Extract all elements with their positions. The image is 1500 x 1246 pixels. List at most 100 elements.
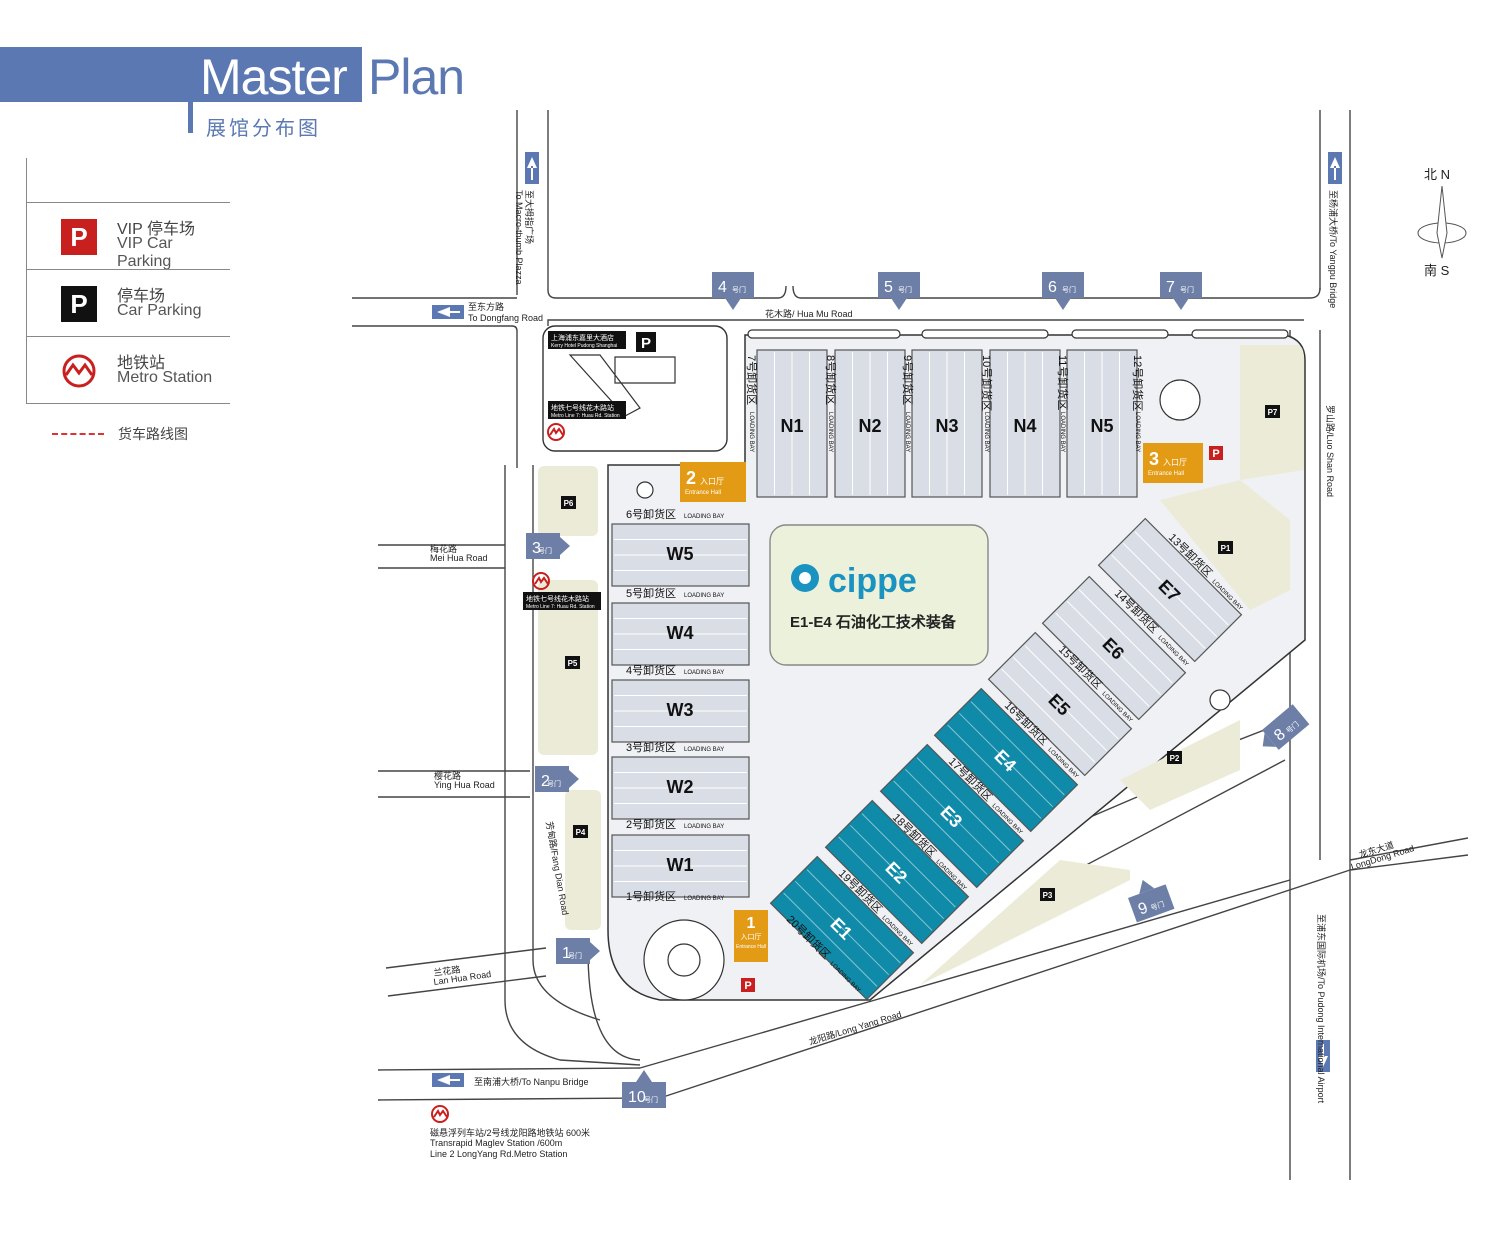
svg-text:P: P [641, 335, 651, 352]
kerry-parking-icon [636, 332, 656, 352]
hall-w4[interactable]: W4 [611, 602, 750, 666]
legend-vip-parking: P VIP 停车场 VIP Car Parking [26, 202, 230, 270]
direction-arrows [432, 152, 1342, 1087]
hall-n2[interactable]: N2 [834, 349, 906, 498]
parking-p5: P5 [565, 656, 580, 669]
gate-suffix: 号门 [1062, 285, 1076, 294]
loading-bay-west: 2号卸货区 LOADING BAY [626, 817, 724, 831]
legend-metro-en: Metro Station [117, 369, 213, 386]
road-huamu: 花木路/ Hua Mu Road [765, 308, 853, 319]
bay-label-cn: 4号卸货区 [626, 663, 676, 677]
metro-icon [62, 354, 96, 388]
header-band [0, 47, 362, 102]
hall-w1[interactable]: W1 [611, 834, 750, 898]
gate-6[interactable]: 6 号门 [1042, 272, 1084, 310]
hall-e2[interactable]: E2 [824, 799, 970, 945]
exhibition-site [607, 334, 1306, 1001]
bay-label-cn: 2号卸货区 [626, 817, 676, 831]
hall-w3[interactable]: W3 [611, 679, 750, 743]
bay-label-cn: 10号卸货区 [980, 355, 994, 411]
gate-1[interactable]: 1号门 [556, 938, 600, 964]
metro2-label-cn: 地铁七号线花木路站 [526, 594, 589, 603]
header-rule [188, 47, 193, 133]
entrance-en: Entrance Hall [1148, 471, 1184, 477]
legend-truck-label: 货车路线图 [118, 426, 188, 442]
hall-e1[interactable]: E1 [769, 855, 915, 1001]
entrance-cn: 入口厅 [1163, 458, 1187, 467]
bay-label-cn: 11号卸货区 [1056, 355, 1070, 410]
legend-vip-cn: VIP 停车场 [117, 221, 195, 238]
hall-label: W4 [667, 623, 694, 643]
hall-label: W5 [667, 544, 694, 564]
entrance-en: Entrance Hall [736, 944, 766, 950]
gate-suffix: 号门 [1180, 285, 1194, 294]
gate-suffix: 号门 [538, 546, 552, 555]
gate-suffix: 号门 [568, 951, 582, 960]
road-macro-cn: 至大拇指广场 [524, 190, 535, 244]
bay-label-en: LOADING BAY [684, 824, 724, 830]
title-plan: Plan [368, 49, 465, 105]
bay-label-en: LOADING BAY [684, 896, 724, 902]
legend-metro: 地铁站 Metro Station [26, 336, 230, 404]
gate-number: 1 [562, 945, 571, 962]
plaza-roundabout [1159, 379, 1201, 421]
bay-label-en: LOADING BAY [684, 747, 724, 753]
hall-n4[interactable]: N4 [989, 349, 1061, 498]
bay-label-cn: 12号卸货区 [1131, 355, 1145, 411]
vip-parking-icon: P [1209, 446, 1223, 460]
title-cn: 展馆分布图 [206, 118, 321, 140]
bay-label-cn: 5号卸货区 [626, 586, 676, 600]
hall-n3[interactable]: N3 [911, 349, 983, 498]
hall-n1[interactable]: N1 [756, 349, 828, 498]
gate-3[interactable]: 3号门 [526, 533, 570, 559]
gate-suffix: 号门 [547, 779, 561, 788]
kerry-hotel-block [542, 325, 728, 452]
road-airport: 至浦东国际机场/To Pudong International Airport [1316, 914, 1327, 1104]
landmark-labels: 上海浦东嘉里大酒店 Kerry Hotel Pudong Shanghai 地铁… [523, 331, 626, 610]
parking-label: P4 [576, 828, 586, 837]
parking-p2: P2 [1167, 751, 1182, 764]
hall-n5[interactable]: N5 [1066, 349, 1138, 498]
gate-number: 3 [532, 540, 541, 557]
entrance-cn: 入口厅 [741, 933, 762, 941]
parking-p3: P3 [1040, 888, 1055, 901]
vip-parking-icon: P [61, 219, 97, 255]
metro-icon-map [431, 423, 565, 1123]
hall-e4[interactable]: E4 [933, 687, 1079, 833]
gate-2[interactable]: 2号门 [535, 766, 579, 792]
maglev-line-2: Transrapid Maglev Station /600m [430, 1138, 562, 1148]
hall-e5[interactable]: E5 [987, 631, 1133, 777]
entrance-number: 2 [686, 468, 696, 488]
gate-number: 6 [1048, 279, 1057, 296]
vip-parking-icon: P [741, 978, 755, 992]
hall-w2[interactable]: W2 [611, 756, 750, 820]
road-meihua-cn: 梅花路 [430, 543, 457, 554]
maglev-line-1: 磁悬浮列车站/2号线龙阳路地铁站 600米 [430, 1127, 590, 1138]
hall-e7[interactable]: E7 [1097, 517, 1243, 663]
bay-label-cn: 6号卸货区 [626, 507, 676, 521]
road-lanhua-cn: 兰花路 [433, 963, 461, 978]
hall-e3[interactable]: E3 [879, 743, 1025, 889]
gate-number: 4 [718, 279, 727, 296]
hall-w5[interactable]: W5 [611, 523, 750, 587]
bay-label-en: LOADING BAY [748, 412, 754, 452]
gate-8[interactable]: 8号门 [1254, 704, 1310, 756]
hall-e6[interactable]: E6 [1041, 575, 1187, 721]
hall-label: W1 [667, 855, 694, 875]
legend-car-parking: P 停车场 Car Parking [26, 269, 230, 336]
legend-vip-en: VIP Car Parking [117, 235, 173, 270]
gate-number: 5 [884, 279, 893, 296]
